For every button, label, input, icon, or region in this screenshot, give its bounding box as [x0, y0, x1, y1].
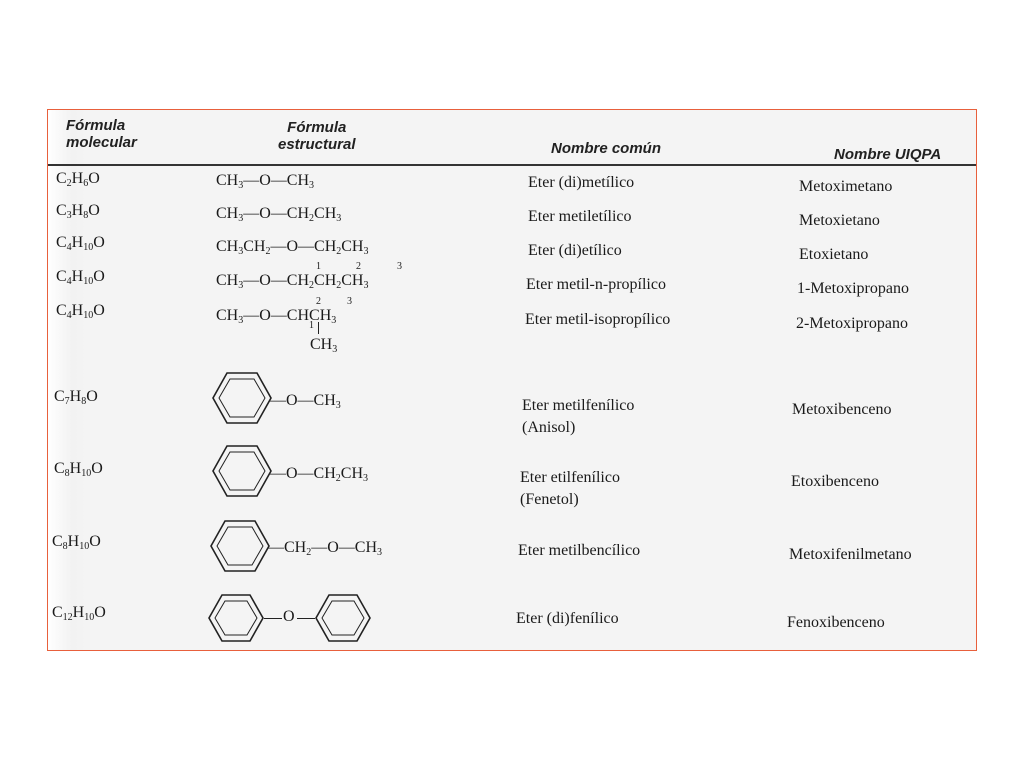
row-4-carbon-number-2: 2 — [356, 261, 361, 272]
scan-edge-shading — [48, 110, 88, 650]
row-3-molecular: C4H10O — [56, 234, 105, 253]
header-iupac-name: Nombre UIQPA — [834, 146, 942, 163]
row-9-benzene-ring-right-icon — [315, 594, 371, 642]
row-1-common: Eter (di)metílico — [528, 174, 635, 191]
row-1-structural: CH3—O—CH3 — [216, 172, 315, 191]
row-7-common-line-2: (Fenetol) — [520, 491, 579, 508]
row-7-iupac: Etoxibenceno — [791, 473, 879, 490]
row-9-molecular: C12H10O — [52, 604, 106, 623]
row-9-iupac: Fenoxibenceno — [787, 614, 885, 631]
row-8-iupac: Metoxifenilmetano — [789, 546, 912, 563]
row-6-common-line-2: (Anisol) — [522, 419, 576, 436]
row-2-common: Eter metiletílico — [528, 208, 632, 225]
row-5-structural: CH3—O—CHCH3 — [216, 307, 337, 326]
row-2-structural: CH3—O—CH2CH3 — [216, 205, 342, 224]
row-7-benzene-ring-icon — [212, 445, 272, 497]
row-5-carbon-number-1: 1 — [309, 320, 314, 331]
row-1-iupac: Metoximetano — [799, 178, 893, 195]
row-9-left-bond — [264, 618, 282, 619]
header-molecular-formula: Fórmula molecular — [66, 117, 137, 151]
row-4-carbon-number-3: 3 — [397, 261, 402, 272]
row-4-common: Eter metil-n-propílico — [526, 276, 666, 293]
row-7-structural: —O—CH2CH3 — [270, 465, 369, 484]
row-8-benzene-ring-icon — [210, 520, 270, 572]
row-2-iupac: Metoxietano — [799, 212, 880, 229]
row-6-molecular: C7H8O — [54, 388, 98, 407]
row-4-iupac: 1-Metoxipropano — [797, 280, 909, 297]
row-6-common-line-1: Eter metilfenílico — [522, 397, 635, 414]
row-2-molecular: C3H8O — [56, 202, 100, 221]
row-5-branch-bond — [318, 322, 319, 334]
row-5-carbon-number-2: 2 — [316, 296, 321, 307]
row-5-branch-methyl: CH3 — [310, 336, 338, 355]
header-structural-formula: Fórmula estructural — [278, 119, 356, 153]
row-8-molecular: C8H10O — [52, 533, 101, 552]
row-1-molecular: C2H6O — [56, 170, 100, 189]
row-6-iupac: Metoxibenceno — [792, 401, 892, 418]
row-3-iupac: Etoxietano — [799, 246, 869, 263]
row-9-benzene-ring-left-icon — [208, 594, 264, 642]
row-4-structural: CH3—O—CH2CH2CH3 — [216, 272, 369, 291]
row-8-common: Eter metilbencílico — [518, 542, 641, 559]
row-3-structural: CH3CH2—O—CH2CH3 — [216, 238, 369, 257]
row-4-carbon-number-1: 1 — [316, 261, 321, 272]
row-6-benzene-ring-icon — [212, 372, 272, 424]
row-5-iupac: 2-Metoxipropano — [796, 315, 908, 332]
row-4-molecular: C4H10O — [56, 268, 105, 287]
row-5-molecular: C4H10O — [56, 302, 105, 321]
row-7-molecular: C8H10O — [54, 460, 103, 479]
row-7-common-line-1: Eter etilfenílico — [520, 469, 620, 486]
row-8-structural: —CH2—O—CH3 — [268, 539, 383, 558]
row-9-right-bond — [297, 618, 315, 619]
header-divider — [48, 164, 976, 166]
ether-table-scan: Fórmula molecular Fórmula estructural No… — [47, 109, 977, 651]
row-5-carbon-number-3: 3 — [347, 296, 352, 307]
row-3-common: Eter (di)etílico — [528, 242, 622, 259]
row-6-structural: —O—CH3 — [270, 392, 341, 411]
header-common-name: Nombre común — [551, 140, 662, 157]
row-5-common: Eter metil-isopropílico — [525, 311, 671, 328]
row-9-common: Eter (di)fenílico — [516, 610, 619, 627]
row-9-oxygen: O — [283, 608, 295, 625]
